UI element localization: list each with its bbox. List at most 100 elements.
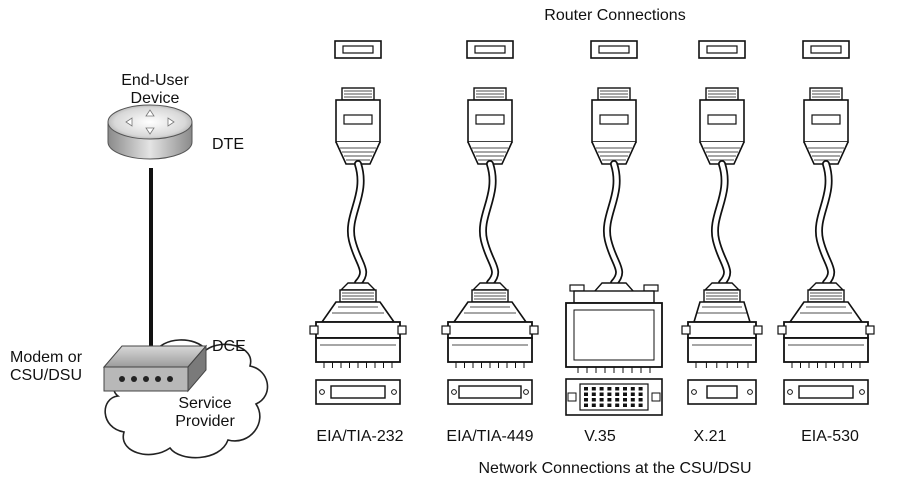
network-plug-body [687, 321, 757, 339]
modem-label-line2: CSU/DSU [10, 367, 83, 384]
network-plug-hood [452, 301, 528, 323]
network-plug-shell [447, 337, 533, 363]
network-port-pin [630, 403, 635, 407]
network-port-pin [599, 387, 604, 391]
network-port-socket [330, 385, 386, 399]
diagram-title-router: Router Connections [544, 7, 686, 24]
network-port-screw-right [523, 389, 529, 395]
network-port-socket [798, 385, 854, 399]
cable-eia-tia-232 [309, 40, 407, 405]
network-port-pin [638, 403, 643, 407]
network-port-screw-left [319, 389, 325, 395]
network-port-pin [615, 403, 620, 407]
network-plug-boot [339, 282, 377, 291]
cable-label-eia-tia-232: EIA/TIA-232 [316, 428, 404, 445]
network-port-pin [607, 387, 612, 391]
service-provider-label-line2: Provider [175, 413, 235, 430]
cable-label-x21: X.21 [693, 428, 727, 445]
network-port-pin [584, 392, 588, 396]
network-port-pin [584, 387, 588, 391]
network-port-pin [599, 403, 604, 407]
router-port-slot [474, 45, 506, 54]
network-port-pin [591, 403, 596, 407]
network-port-screw-right [391, 389, 397, 395]
network-port-pin [623, 387, 627, 391]
modem-icon [102, 344, 208, 393]
diagram-title-network: Network Connections at the CSU/DSU [478, 460, 752, 477]
network-plug-shell [687, 337, 757, 363]
network-port-screw-left [567, 392, 577, 402]
network-plug-screw-left [569, 284, 585, 292]
network-port-screw-left [691, 389, 697, 395]
network-port-screw-right [651, 392, 661, 402]
network-port-pin [630, 398, 635, 402]
modem-label-line1: Modem or [10, 349, 83, 366]
service-provider-label-line1: Service [178, 395, 232, 412]
router-plug-label [343, 114, 373, 125]
cable-label-eia-530: EIA-530 [801, 428, 859, 445]
cable-label-v35: V.35 [584, 428, 616, 445]
network-plug-screw-left [681, 325, 691, 335]
network-plug-screw-left [309, 325, 319, 335]
end-user-device-label-line1: End-User [121, 72, 189, 89]
network-port-pin [584, 398, 588, 402]
modem-csu-dsu-label: Modem or CSU/DSU [10, 349, 82, 385]
router-plug-label [707, 114, 737, 125]
network-port-screw-right [747, 389, 753, 395]
network-plug-hood [692, 301, 752, 323]
router-plug-label [475, 114, 505, 125]
network-port-pin [615, 387, 620, 391]
network-plug-body [447, 321, 533, 339]
network-plug-boot [703, 282, 741, 291]
network-port-socket [706, 385, 738, 399]
cable-x21 [681, 40, 763, 405]
network-port-pin [615, 398, 620, 402]
network-port-pin [599, 392, 604, 396]
network-plug-screw-right [643, 284, 659, 292]
network-port-socket [458, 385, 522, 399]
network-port-socket [579, 383, 649, 411]
network-port-pin [584, 403, 588, 407]
network-plug-face [573, 309, 655, 361]
network-port-pin [599, 398, 604, 402]
cable-label-eia-tia-449: EIA/TIA-449 [446, 428, 534, 445]
network-plug-boot [471, 282, 509, 291]
service-provider-label: Service Provider [150, 395, 260, 431]
network-port-pin [607, 392, 612, 396]
network-port-pin [623, 398, 627, 402]
network-port-pin [591, 387, 596, 391]
router-port-slot [810, 45, 842, 54]
network-port-pin [638, 398, 643, 402]
network-port-screw-right [859, 389, 865, 395]
network-plug-hood [320, 301, 396, 323]
router-plug-label [599, 114, 629, 125]
network-plug-boot [807, 282, 845, 291]
router-port-slot [598, 45, 630, 54]
router-icon [107, 104, 193, 160]
network-plug-screw-right [529, 325, 539, 335]
network-plug-body [315, 321, 401, 339]
network-port-pin [591, 392, 596, 396]
network-port-screw-left [451, 389, 457, 395]
network-port-pin [591, 398, 596, 402]
network-plug-screw-right [397, 325, 407, 335]
network-port-pin [607, 398, 612, 402]
end-user-device-label: End-User Device [100, 72, 210, 108]
dte-label: DTE [212, 136, 244, 153]
network-port-pin [615, 392, 620, 396]
network-plug-hood [788, 301, 864, 323]
network-port-pin [638, 392, 643, 396]
network-plug-collar [573, 290, 655, 304]
network-port-pin [638, 387, 643, 391]
cable-group [309, 40, 875, 416]
network-plug-shell [315, 337, 401, 363]
router-port-slot [342, 45, 374, 54]
cable-eia-tia-449 [441, 40, 539, 405]
network-port-pin [607, 403, 612, 407]
network-port-pin [630, 387, 635, 391]
cable-eia-530 [777, 40, 875, 405]
network-plug-screw-right [865, 325, 875, 335]
network-plug-screw-left [777, 325, 787, 335]
